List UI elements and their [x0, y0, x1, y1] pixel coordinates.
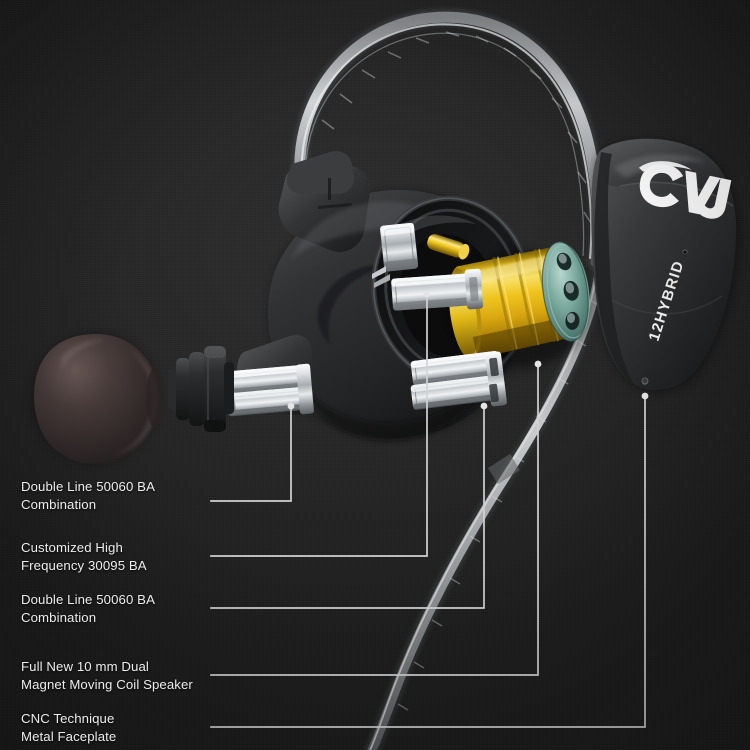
cvj-logo [638, 161, 732, 219]
callout-label-double-line-50060-ba-top: Double Line 50060 BA Combination [21, 479, 155, 512]
callout-label-customized-high-frequency-30095-ba: Customized High Frequency 30095 BA [21, 540, 147, 573]
callout-label-dual-magnet-moving-coil-speaker: Full New 10 mm Dual Magnet Moving Coil S… [21, 659, 193, 692]
leader-line-4 [210, 363, 539, 676]
leader-lines [210, 293, 646, 728]
anchor-dot-1 [287, 402, 295, 410]
leader-line-2 [210, 293, 428, 557]
callout-label-cnc-technique-metal-faceplate: CNC Technique Metal Faceplate [21, 711, 117, 744]
nozzle-connector [168, 346, 234, 432]
leader-line-3 [210, 405, 485, 609]
leader-line-1 [210, 405, 292, 502]
anchor-dot-5 [641, 392, 649, 400]
silicone-eartip [33, 334, 164, 464]
metal-faceplate: 12HYBRID [591, 138, 739, 393]
leader-anchor-dots [287, 290, 649, 410]
callout-label-double-line-50060-ba-bottom: Double Line 50060 BA Combination [21, 592, 155, 625]
anchor-dot-3 [480, 402, 488, 410]
anchor-dot-2 [423, 290, 431, 298]
anchor-dot-4 [534, 360, 542, 368]
ba-driver-30095-top [372, 222, 484, 311]
leader-line-5 [210, 395, 646, 728]
ba-driver-50060-lower [410, 350, 507, 410]
cable-lower-strand [364, 254, 608, 750]
